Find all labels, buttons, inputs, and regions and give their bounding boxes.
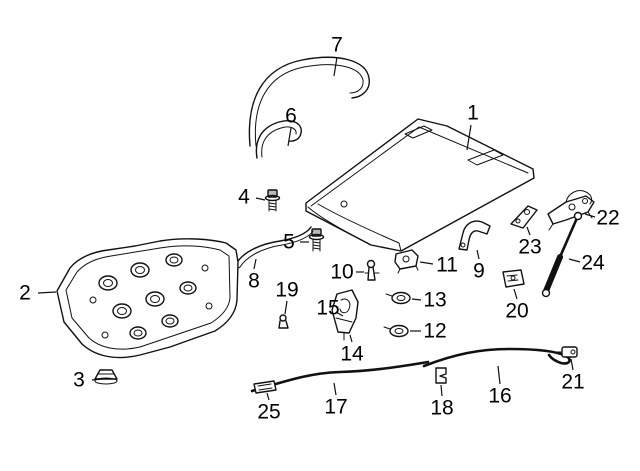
part-number-11: 11 — [436, 254, 458, 277]
callout-leader-3 — [91, 378, 103, 381]
part-number-22: 22 — [596, 207, 619, 230]
part-number-16: 16 — [488, 385, 511, 408]
part-number-8: 8 — [248, 270, 260, 293]
part-connector-drawing — [253, 380, 277, 394]
part-release-cable-front-drawing — [250, 360, 430, 393]
callout-leader-20 — [513, 288, 518, 300]
part-grommet-drawing — [94, 369, 118, 385]
part-number-7: 7 — [331, 34, 343, 57]
part-number-25: 25 — [257, 401, 280, 424]
part-number-3: 3 — [73, 369, 85, 392]
callout-leader-13 — [411, 298, 422, 301]
part-clip-19-drawing — [278, 314, 289, 329]
part-number-6: 6 — [285, 105, 297, 128]
callout-leader-15 — [335, 311, 344, 317]
part-bracket-9-drawing — [458, 220, 491, 251]
part-hood-panel-drawing — [305, 118, 535, 252]
part-bracket-23-drawing — [510, 205, 538, 229]
part-bolt-4-drawing — [264, 189, 281, 212]
part-number-17: 17 — [324, 396, 347, 419]
part-stud-drawing — [364, 259, 380, 281]
part-latch-drawing — [331, 289, 359, 341]
part-number-19: 19 — [275, 279, 298, 302]
part-number-13: 13 — [423, 289, 446, 312]
part-number-5: 5 — [283, 231, 295, 254]
callout-leader-1 — [466, 124, 472, 151]
part-molding-drawing — [234, 226, 314, 270]
callout-leader-24 — [568, 258, 581, 263]
part-number-1: 1 — [467, 102, 479, 125]
callout-leader-19 — [284, 300, 288, 315]
diagram-artwork — [56, 56, 595, 394]
part-number-2: 2 — [19, 282, 31, 305]
callout-leader-2 — [37, 291, 57, 294]
part-engine-cover-drawing — [56, 238, 239, 359]
callout-leader-16 — [497, 365, 501, 385]
part-hinge-drawing — [547, 190, 595, 231]
part-number-9: 9 — [473, 260, 485, 283]
part-clip-11-drawing — [394, 249, 419, 274]
callout-leader-21 — [570, 358, 574, 371]
part-hood-seal-drawing — [248, 56, 370, 147]
callout-leader-11 — [419, 261, 434, 265]
callout-leader-25 — [266, 392, 270, 401]
part-number-20: 20 — [505, 300, 528, 323]
part-number-24: 24 — [581, 252, 605, 275]
callout-leader-14 — [349, 334, 353, 343]
callout-leader-22 — [584, 213, 596, 218]
part-number-14: 14 — [340, 343, 364, 366]
callout-leader-9 — [476, 249, 480, 260]
part-number-18: 18 — [430, 397, 453, 420]
part-number-15: 15 — [316, 297, 339, 320]
part-number-10: 10 — [330, 261, 353, 284]
callout-leader-4 — [255, 197, 266, 201]
part-release-cable-rear-drawing — [422, 347, 571, 368]
part-clip-18-drawing — [435, 367, 447, 384]
callout-leader-8 — [253, 258, 257, 270]
callout-leader-23 — [526, 226, 531, 236]
callout-leader-18 — [440, 384, 443, 397]
part-clip-12-drawing — [383, 324, 409, 338]
part-lift-support-drawing — [541, 211, 583, 298]
part-cable-end-drawing — [555, 346, 578, 358]
part-number-21: 21 — [561, 371, 584, 394]
part-clip-13-drawing — [385, 291, 411, 305]
part-number-4: 4 — [238, 186, 250, 209]
part-number-23: 23 — [518, 236, 541, 259]
callout-leader-6 — [287, 127, 292, 147]
part-bracket-20-drawing — [502, 269, 525, 288]
callout-leader-lines — [37, 56, 596, 401]
callout-leader-7 — [333, 56, 338, 77]
part-number-12: 12 — [423, 320, 446, 343]
part-bolt-5-drawing — [308, 228, 325, 252]
part-front-seal-drawing — [255, 120, 302, 159]
callout-leader-17 — [333, 382, 337, 396]
